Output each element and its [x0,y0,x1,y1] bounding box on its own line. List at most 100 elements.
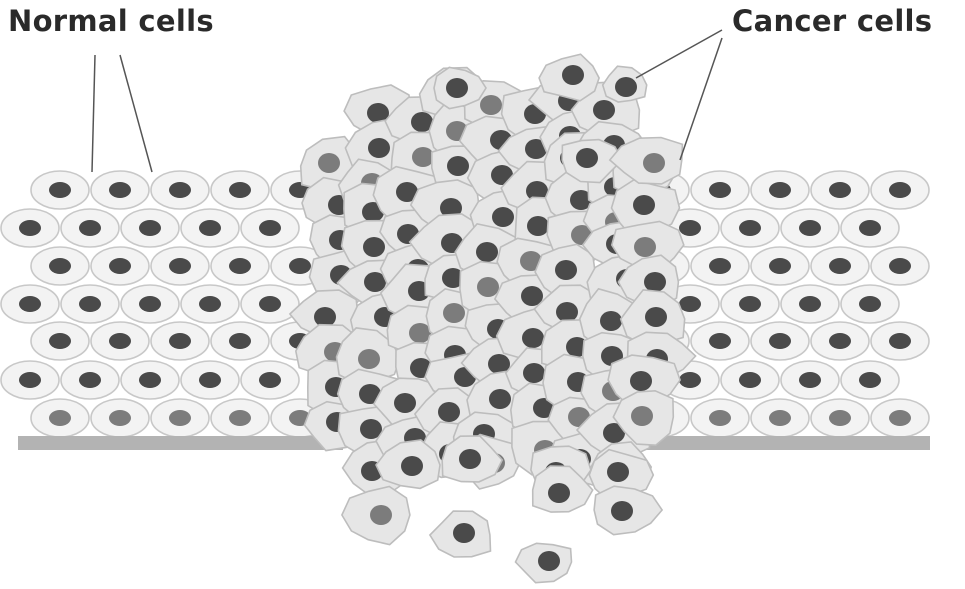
normal-cell-nucleus [109,258,131,274]
normal-cell-nucleus [859,220,881,236]
cancer-cell-nucleus [453,523,475,543]
cancer-cell-nucleus [556,302,578,322]
normal-cell [241,285,299,323]
cancer-cell-nucleus [438,402,460,422]
normal-cell [31,322,89,360]
normal-cell [31,171,89,209]
normal-cell-nucleus [19,220,41,236]
normal-cell-nucleus [109,333,131,349]
cancer-cell-nucleus [401,456,423,476]
normal-cell-nucleus [859,296,881,312]
normal-cell-nucleus [739,372,761,388]
normal-cell [691,247,749,285]
cancer-cell-nucleus [446,78,468,98]
normal-cell [151,247,209,285]
cancer-cell-nucleus [634,237,656,257]
cancer-cell-nucleus [607,462,629,482]
normal-cell-nucleus [199,296,221,312]
normal-cell-nucleus [229,333,251,349]
cancer-cell-nucleus [412,147,434,167]
normal-cell-nucleus [79,296,101,312]
normal-cell [841,209,899,247]
normal-cell [151,171,209,209]
cancer-cell [594,486,662,535]
cancer-cell-nucleus [358,349,380,369]
normal-cell-nucleus [859,372,881,388]
normal-cell-nucleus [259,220,281,236]
normal-cell-nucleus [679,220,701,236]
normal-cell [91,399,149,437]
normal-cell [871,171,929,209]
normal-cell [781,209,839,247]
normal-cell [91,171,149,209]
normal-cell [211,322,269,360]
normal-cell [721,361,779,399]
basement-membrane-left [18,436,343,450]
normal-cell [181,209,239,247]
cancer-cell-nucleus [631,406,653,426]
cancer-cell [430,511,491,557]
cancer-cell-nucleus [548,483,570,503]
normal-cell [1,209,59,247]
normal-cell-nucleus [49,258,71,274]
normal-cell-nucleus [769,333,791,349]
cancer-cell-nucleus [522,328,544,348]
normal-cell [31,399,89,437]
cancer-cell-nucleus [492,207,514,227]
normal-cell-nucleus [49,333,71,349]
cancer-cell-nucleus [555,260,577,280]
cancer-cells-leader-line [680,38,722,160]
cancer-cell-nucleus [645,307,667,327]
normal-cell [751,247,809,285]
cancer-cell-nucleus [477,277,499,297]
normal-cell-nucleus [79,372,101,388]
cancer-cell-nucleus [523,363,545,383]
normal-cell [181,285,239,323]
normal-cell-nucleus [829,258,851,274]
normal-cell [121,209,179,247]
normal-cell-nucleus [229,182,251,198]
normal-cell [1,285,59,323]
normal-cell [211,171,269,209]
normal-cell-nucleus [169,410,191,426]
normal-cell-nucleus [679,296,701,312]
normal-cell-nucleus [709,333,731,349]
normal-cell-nucleus [259,372,281,388]
normal-cell [61,361,119,399]
normal-cell [691,399,749,437]
cancer-cell-nucleus [459,449,481,469]
normal-cell-nucleus [709,182,731,198]
cancer-cell-nucleus [314,307,336,327]
normal-cell [751,399,809,437]
normal-cell-nucleus [289,258,311,274]
normal-cell-nucleus [889,258,911,274]
cancer-cell [516,543,572,582]
normal-cells-label: Normal cells [8,4,214,38]
normal-cell-nucleus [889,182,911,198]
normal-cell [61,285,119,323]
normal-cell [751,171,809,209]
normal-cell-nucleus [139,220,161,236]
cancer-cell [603,66,647,102]
cancer-cell-nucleus [368,138,390,158]
normal-cell-nucleus [829,410,851,426]
cancer-cell-nucleus [447,156,469,176]
normal-cell [811,399,869,437]
normal-cell-nucleus [19,296,41,312]
cancer-cell [342,487,410,545]
normal-cell-nucleus [139,296,161,312]
normal-cell-nucleus [259,296,281,312]
cancer-cell-nucleus [476,242,498,262]
normal-cell [781,361,839,399]
normal-cell-nucleus [169,333,191,349]
normal-cell-nucleus [709,258,731,274]
normal-cell-nucleus [49,182,71,198]
cancer-cell-nucleus [527,216,549,236]
normal-cell [241,209,299,247]
normal-cell [211,247,269,285]
cancer-cells-label: Cancer cells [732,4,932,38]
normal-cell-nucleus [109,410,131,426]
normal-cells-leader-line [120,55,152,172]
